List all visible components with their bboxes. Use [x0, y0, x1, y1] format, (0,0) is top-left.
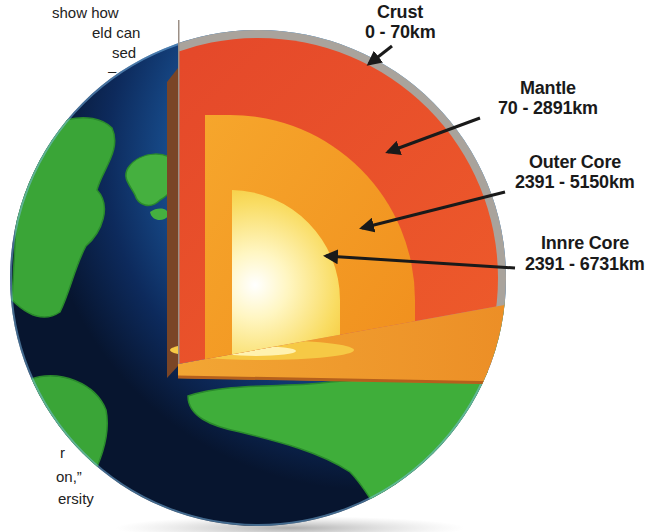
depth-range: 2391 - 5150km	[515, 172, 635, 192]
text-fragment: on,”	[56, 468, 82, 486]
mantle-layer	[178, 0, 618, 420]
text-fragment: –	[108, 62, 116, 80]
continent	[22, 376, 107, 522]
leader-line	[369, 46, 392, 64]
text-fragment: r	[60, 444, 65, 462]
text-fragment: ersity	[58, 490, 94, 508]
layer-name: Crust	[377, 2, 423, 22]
cut-edge	[177, 20, 180, 366]
depth-range: 0 - 70km	[365, 22, 435, 42]
outer-core-layer	[205, 115, 415, 420]
text-fragment: eld can	[92, 24, 140, 42]
inner-core-layer	[232, 190, 340, 420]
depth-range: 70 - 2891km	[498, 98, 598, 118]
cut-side-face	[167, 68, 178, 378]
island	[150, 209, 168, 221]
leader-line	[362, 192, 505, 228]
layer-name: Outer Core	[529, 152, 621, 172]
layer-name: Innre Core	[541, 233, 629, 253]
floor-edge	[178, 377, 512, 383]
text-fragment: show how	[52, 4, 119, 22]
leader-line	[326, 256, 515, 268]
leader-line	[388, 118, 480, 152]
continent	[12, 118, 115, 317]
text-fragment: sed	[112, 44, 136, 62]
layer-name: Mantle	[520, 78, 576, 98]
depth-range: 2391 - 6731km	[525, 254, 645, 274]
crust-layer	[160, 0, 620, 420]
